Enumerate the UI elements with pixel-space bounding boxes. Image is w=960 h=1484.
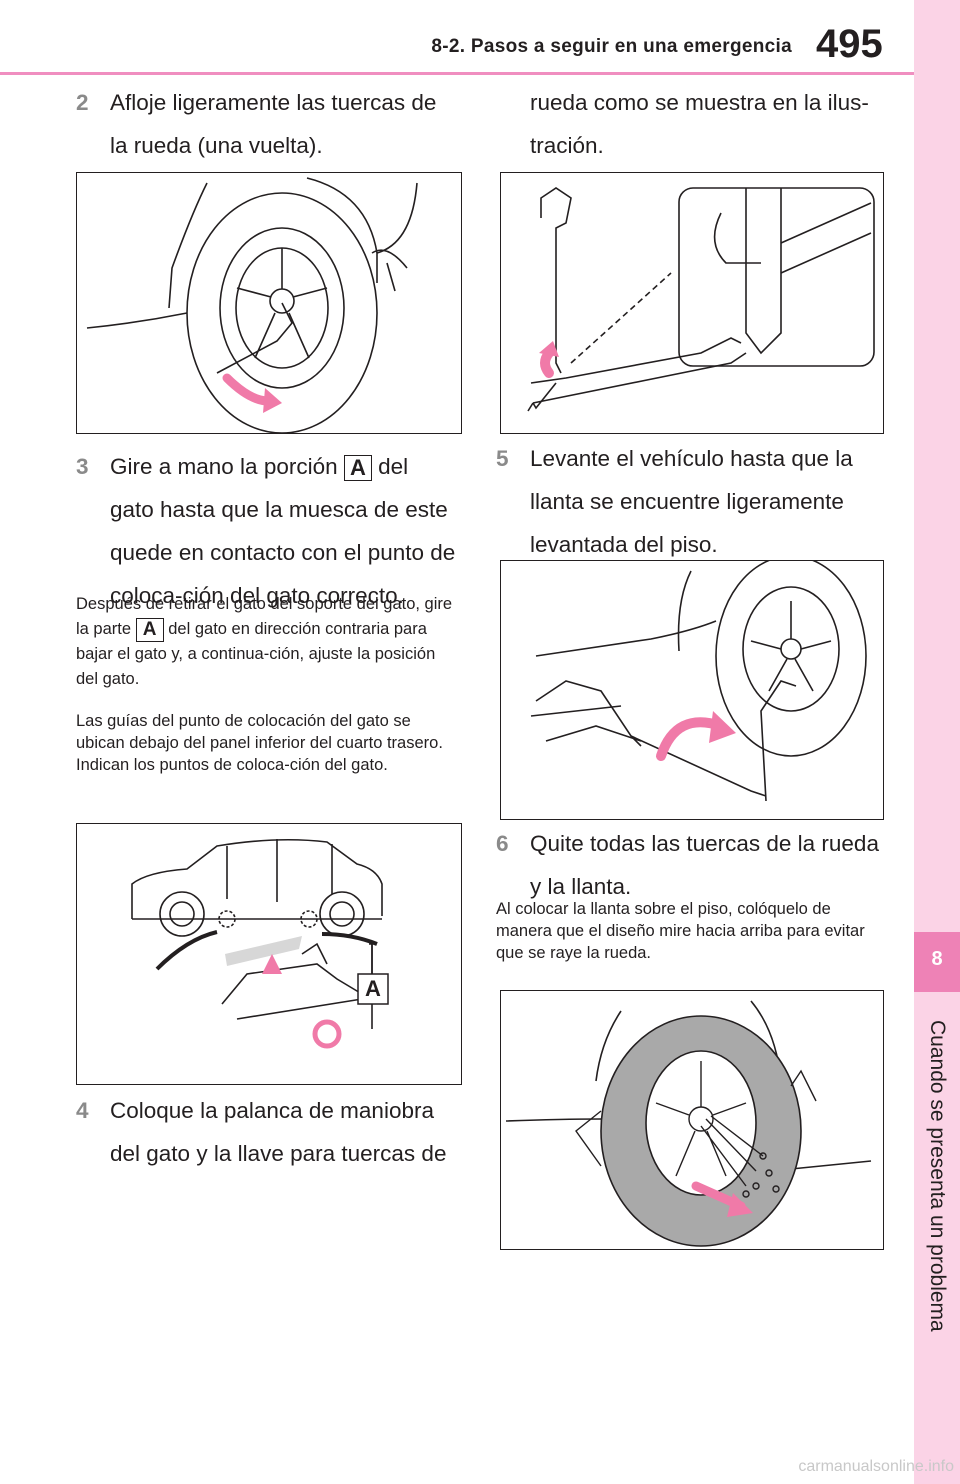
step-number: 2 xyxy=(76,90,89,115)
step-number: 6 xyxy=(496,831,509,856)
wheel-loosen-illustration xyxy=(86,177,418,433)
jack-handle-assembly-illustration xyxy=(527,187,875,412)
step-2: 2 Afloje ligeramente las tuercas de la r… xyxy=(76,81,456,167)
step-text: Gire a mano la porción xyxy=(110,454,338,479)
step-text: Afloje ligeramente las tuercas de la rue… xyxy=(110,90,437,158)
step-4: 4 Coloque la palanca de maniobra del gat… xyxy=(76,1089,466,1175)
step-text-continued: del gato hasta que la muesca de este que… xyxy=(110,454,456,608)
step-text: Levante el vehículo hasta que la llanta … xyxy=(530,446,853,557)
section-title: 8-2. Pasos a seguir en una emergencia xyxy=(431,36,792,57)
chapter-number: 8 xyxy=(931,948,943,970)
step-number: 3 xyxy=(76,454,89,479)
step-text: Coloque la palanca de maniobra del gato … xyxy=(110,1098,447,1166)
step-text-continued: rueda como se muestra en la ilus-tración… xyxy=(530,90,869,158)
figure-loosen-nuts xyxy=(76,172,462,434)
chapter-title: Cuando se presenta un problema xyxy=(926,1020,949,1332)
watermark: carmanualsonline.info xyxy=(798,1458,954,1475)
figure-jack-handle xyxy=(500,172,884,434)
chapter-side-tab[interactable]: 8 Cuando se presenta un problema xyxy=(914,0,960,1484)
step-number: 4 xyxy=(76,1098,89,1123)
part-label-a: A xyxy=(343,455,372,482)
page-number: 495 xyxy=(816,22,883,66)
step-4-continued: rueda como se muestra en la ilus-tración… xyxy=(496,81,876,167)
note-lower-jack: Después de retirar el gato del soporte d… xyxy=(76,595,453,688)
note-tire-placement: Al colocar la llanta sobre el piso, coló… xyxy=(496,900,865,962)
step-6: 6 Quite todas las tuercas de la rueda y … xyxy=(496,822,886,908)
note-jack-points: Las guías del punto de colocación del ga… xyxy=(76,712,443,774)
step-number: 5 xyxy=(496,446,509,471)
figure-raise-vehicle xyxy=(500,560,884,820)
raise-vehicle-illustration xyxy=(530,561,867,802)
header-divider xyxy=(0,72,914,75)
jack-point-illustration: A xyxy=(131,838,389,1049)
part-label-a: A xyxy=(135,617,164,642)
remove-wheel-illustration xyxy=(505,1000,872,1247)
callout-a: A xyxy=(365,976,381,1001)
step-5: 5 Levante el vehículo hasta que la llant… xyxy=(496,437,876,566)
up-arrow-icon xyxy=(262,954,282,974)
step-3: 3 Gire a mano la porción A del gato hast… xyxy=(76,445,456,617)
figure-jack-points: A xyxy=(76,823,462,1085)
figure-remove-wheel xyxy=(500,990,884,1250)
step-text: Quite todas las tuercas de la rueda y la… xyxy=(530,831,879,899)
rotation-arrow-icon xyxy=(540,348,554,378)
chapter-number-box xyxy=(914,932,960,992)
